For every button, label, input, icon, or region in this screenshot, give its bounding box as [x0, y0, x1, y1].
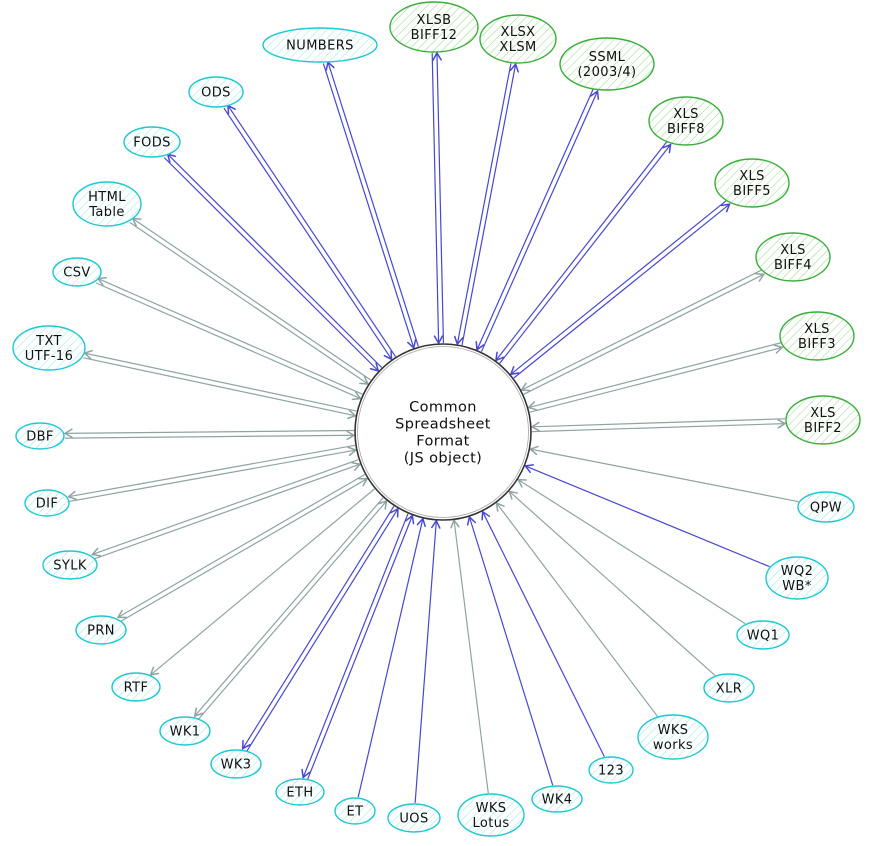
format-node-wk3: WK3: [210, 749, 262, 779]
format-node-label: NUMBERS: [286, 39, 354, 54]
format-node-label: UOS: [399, 812, 428, 827]
format-node-label: ET: [347, 805, 364, 820]
edge-et: [357, 517, 426, 798]
format-node-sylk: SYLK: [42, 550, 98, 580]
format-node-label: WK4: [542, 793, 573, 808]
format-node-ssml: SSML(2003/4): [559, 37, 655, 91]
edge-xls-biff4: [520, 269, 766, 395]
format-node-ods: ODS: [188, 76, 244, 108]
format-node-numbers: NUMBERS: [262, 27, 378, 63]
format-node-uos: UOS: [387, 803, 441, 833]
edge-html-table: [129, 217, 372, 385]
format-node-xlr: XLR: [703, 673, 755, 703]
edge-xlr: [508, 490, 716, 676]
format-node-fods: FODS: [123, 126, 181, 158]
edge-wks-works: [495, 501, 658, 717]
format-node-label: WK1: [170, 725, 201, 740]
edge-wk1: [193, 497, 388, 720]
format-node-prn: PRN: [75, 615, 127, 645]
format-node-label: QPW: [810, 501, 842, 516]
edge-wk4: [466, 515, 554, 786]
format-node-et: ET: [334, 797, 376, 825]
edge-xls-biff2: [530, 418, 787, 433]
format-node-rtf: RTF: [111, 672, 161, 702]
format-node-one23: 123: [588, 756, 634, 784]
edge-ods: [223, 104, 397, 361]
edge-xls-biff8: [494, 141, 672, 364]
edge-ssml: [475, 88, 600, 352]
format-node-wk1: WK1: [159, 716, 211, 746]
format-node-csv: CSV: [52, 257, 102, 287]
edge-wq1: [516, 478, 746, 625]
edge-wq2-wb: [523, 464, 770, 568]
edge-sylk: [90, 459, 362, 560]
format-node-label: RTF: [124, 681, 149, 696]
format-node-wk4: WK4: [531, 785, 583, 813]
format-node-dbf: DBF: [15, 422, 65, 450]
edge-xls-biff3: [527, 342, 784, 413]
edge-dif: [67, 444, 358, 503]
format-node-label: XLR: [716, 682, 742, 697]
edge-fods: [163, 153, 383, 372]
edge-rtf: [149, 488, 375, 676]
edge-uos: [414, 519, 441, 804]
edge-wk3: [241, 505, 399, 752]
format-node-label: SYLK: [53, 559, 87, 574]
format-node-qpw: QPW: [797, 491, 855, 523]
edge-prn: [116, 473, 369, 623]
edge-dbf: [63, 428, 356, 441]
edge-numbers: [322, 60, 419, 350]
format-node-label: SSML(2003/4): [577, 50, 636, 80]
format-node-label: WK3: [221, 758, 252, 773]
format-node-wq1: WQ1: [736, 620, 790, 650]
edge-qpw: [528, 445, 799, 503]
edge-eth: [301, 513, 415, 780]
format-node-label: CSV: [63, 266, 90, 281]
edge-xlsb-biff12: [431, 51, 445, 345]
edge-wks-lotus: [450, 518, 489, 794]
format-node-label: FODS: [133, 136, 171, 151]
edge-xls-biff5: [509, 199, 731, 379]
format-node-label: DIF: [36, 497, 59, 512]
edge-txt-utf16: [82, 349, 357, 419]
format-node-label: ODS: [201, 86, 231, 101]
format-node-dif: DIF: [24, 489, 70, 517]
format-node-label: DBF: [26, 430, 54, 445]
format-node-label: 123: [598, 764, 624, 779]
format-node-label: WQ1: [747, 629, 780, 644]
edge-csv: [95, 276, 363, 401]
format-node-label: ETH: [286, 786, 313, 801]
format-node-eth: ETH: [275, 778, 325, 806]
format-node-label: PRN: [87, 624, 115, 639]
edge-xlsx-xlsm: [453, 62, 519, 346]
edge-one23: [481, 510, 605, 757]
